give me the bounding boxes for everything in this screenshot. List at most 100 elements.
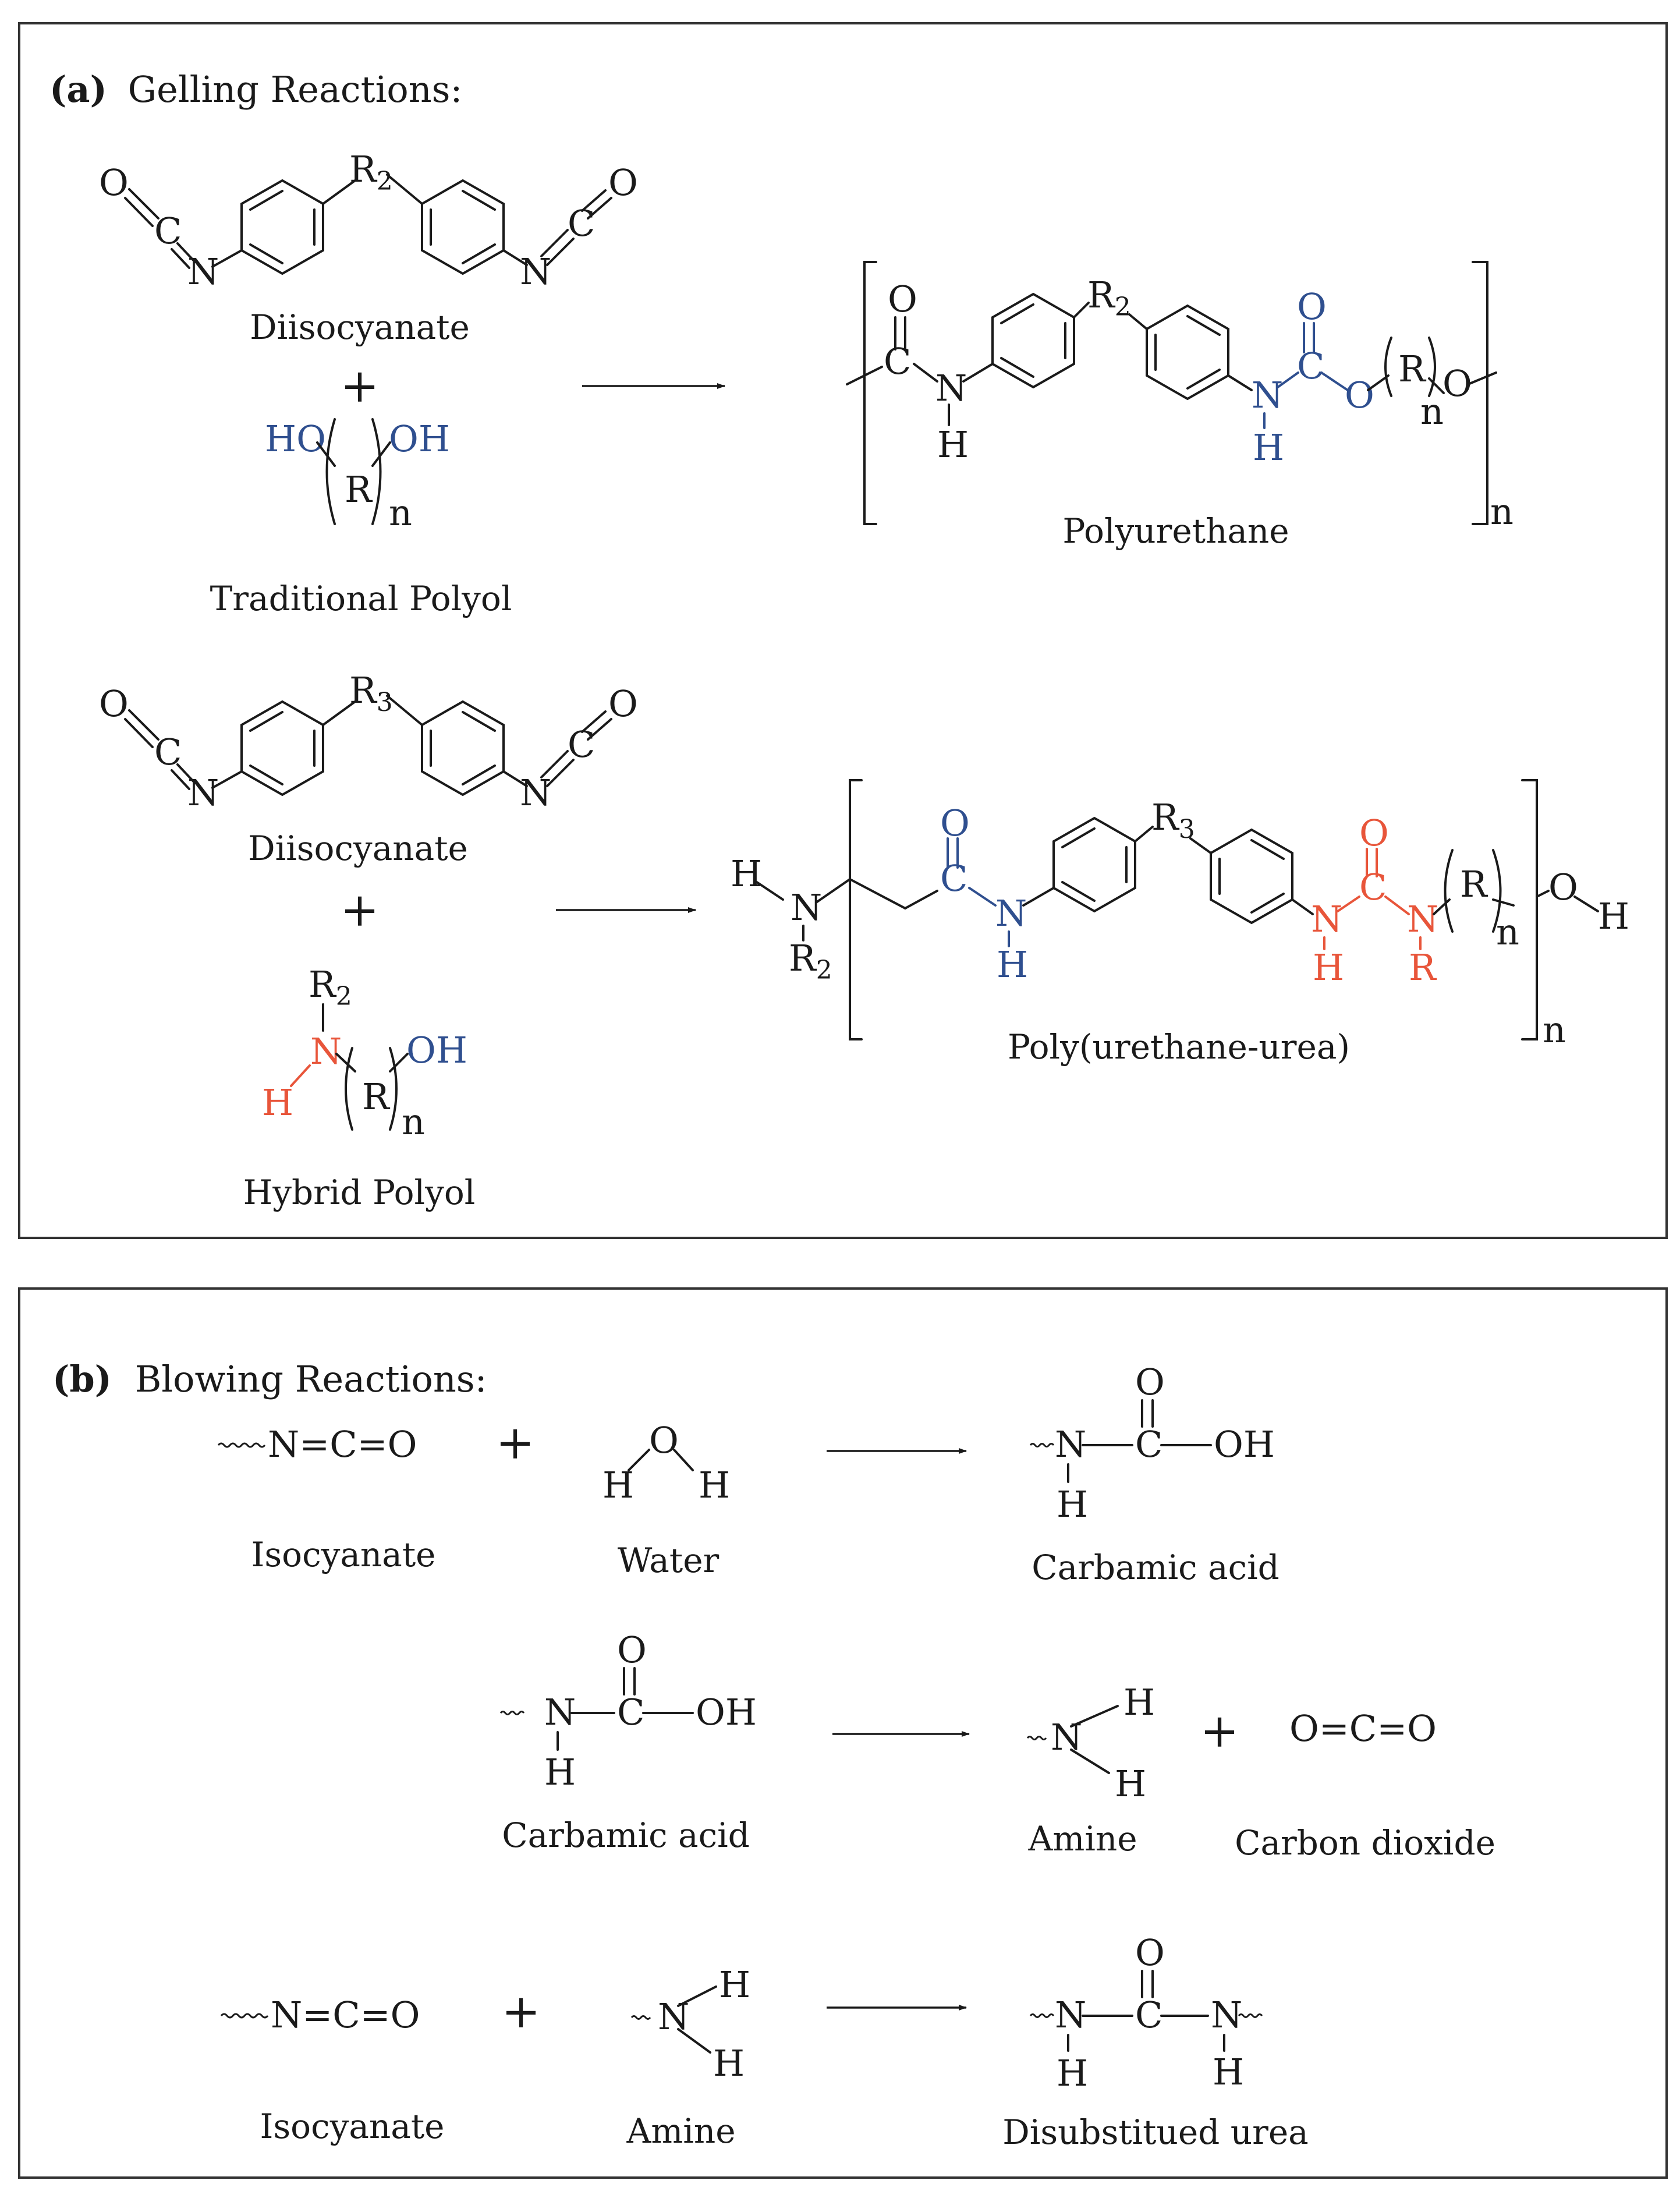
svg-text:H: H: [699, 1464, 730, 1506]
traditional-polyol-label: Traditional Polyol: [210, 579, 512, 618]
svg-text:n: n: [389, 491, 412, 534]
panel-b-tag: (b): [52, 1358, 112, 1400]
svg-text:O: O: [617, 1629, 647, 1671]
svg-text:N: N: [1051, 1716, 1082, 1758]
svg-text:R2: R2: [309, 963, 352, 1011]
svg-text:N: N: [187, 771, 219, 814]
water-structure: O H H: [602, 1419, 730, 1506]
disubstituted-urea-label: Disubstitued urea: [1002, 2112, 1308, 2152]
svg-text:R3: R3: [1151, 796, 1195, 844]
svg-text:R: R: [1460, 863, 1488, 905]
isocyanate-2-label: Isocyanate: [260, 2107, 445, 2146]
svg-text:H: H: [602, 1464, 634, 1506]
svg-text:OH: OH: [1214, 1423, 1275, 1466]
svg-text:C: C: [940, 857, 967, 900]
svg-text:C: C: [1359, 866, 1387, 908]
polyurethane-repeat-n: n: [1490, 490, 1514, 533]
svg-text:R2: R2: [789, 937, 832, 985]
poly-urethane-urea-repeat-n: n: [1543, 1008, 1566, 1051]
panel-a-title-text: Gelling Reactions:: [128, 68, 463, 111]
svg-text:C: C: [1297, 345, 1324, 387]
svg-text:N: N: [995, 892, 1027, 935]
svg-text:H: H: [1123, 1681, 1155, 1723]
svg-text:O: O: [1297, 285, 1327, 328]
panel-a-tag: (a): [49, 68, 107, 111]
svg-text:R: R: [1409, 946, 1437, 989]
svg-text:N: N: [1211, 1994, 1242, 2036]
svg-text:N: N: [1055, 1423, 1086, 1466]
diisocyanate-2-label: Diisocyanate: [248, 829, 468, 868]
svg-text:H: H: [1213, 2051, 1244, 2093]
amine-product-structure: N H H: [1026, 1681, 1155, 1805]
svg-text:H: H: [1598, 895, 1629, 937]
svg-text:C: C: [1135, 1994, 1162, 2036]
svg-text:O: O: [1442, 362, 1472, 405]
svg-text:N: N: [310, 1030, 342, 1073]
svg-text:O: O: [649, 1419, 679, 1461]
panel-b-blowing-reactions: (b) Blowing Reactions: N=C=O + O H H N H: [18, 1287, 1668, 2179]
hybrid-polyol-structure: R2 N H R OH n: [262, 963, 467, 1143]
svg-text:C: C: [154, 731, 182, 773]
isocyanate-1-formula: N=C=O: [268, 1423, 417, 1466]
svg-text:R3: R3: [349, 669, 393, 717]
svg-text:C: C: [154, 210, 182, 252]
svg-text:R2: R2: [349, 148, 393, 196]
amine-2-label: Amine: [626, 2111, 735, 2151]
svg-text:C: C: [617, 1691, 644, 1733]
blowing-reaction-3: N=C=O + N H H N H C O: [220, 1931, 1309, 2152]
carbamic-acid-product-structure: N H C O OH: [1029, 1361, 1275, 1525]
svg-text:H: H: [1313, 946, 1344, 989]
panel-a-title: (a) Gelling Reactions:: [49, 68, 462, 111]
svg-text:OH: OH: [389, 417, 450, 460]
amine-reactant-structure: N H H: [630, 1963, 750, 2084]
diisocyanate-2-structure: O C N R3 N: [99, 669, 638, 814]
isocyanate-1-label: Isocyanate: [251, 1535, 436, 1574]
svg-text:C: C: [568, 202, 595, 245]
svg-text:N: N: [1055, 1994, 1086, 2036]
svg-text:n: n: [1496, 911, 1519, 953]
svg-text:C: C: [1135, 1423, 1162, 1466]
blowing-reaction-1: N=C=O + O H H N H C O OH: [217, 1361, 1280, 1587]
svg-text:N: N: [544, 1691, 576, 1733]
svg-text:N: N: [520, 250, 551, 293]
svg-text:N: N: [520, 771, 551, 814]
blowing-2-plus: +: [1200, 1704, 1239, 1758]
traditional-polyol-structure: HO R OH n: [265, 417, 450, 534]
svg-text:N: N: [1407, 898, 1438, 940]
svg-text:H: H: [1253, 426, 1284, 469]
blowing-3-plus: +: [501, 1984, 540, 2038]
svg-text:N: N: [1311, 898, 1342, 940]
polyurethane-structure: C O N H R2 N: [846, 261, 1497, 525]
svg-text:R: R: [345, 468, 373, 511]
svg-text:O: O: [940, 802, 970, 844]
svg-text:H: H: [713, 2042, 745, 2084]
svg-text:H: H: [544, 1751, 576, 1793]
poly-urethane-urea-label: Poly(urethane-urea): [1008, 1027, 1350, 1067]
polyurethane-label: Polyurethane: [1062, 511, 1289, 551]
svg-text:n: n: [402, 1100, 425, 1143]
svg-text:O: O: [1135, 1931, 1165, 1974]
hybrid-polyol-label: Hybrid Polyol: [243, 1173, 476, 1212]
svg-text:H: H: [937, 423, 969, 466]
svg-text:O: O: [1345, 374, 1374, 416]
carbamic-acid-2-label: Carbamic acid: [502, 1815, 750, 1855]
svg-text:R: R: [362, 1075, 391, 1118]
svg-text:O: O: [1359, 812, 1389, 854]
svg-text:H: H: [731, 852, 762, 895]
svg-text:H: H: [1115, 1762, 1146, 1805]
carbamic-acid-1-label: Carbamic acid: [1032, 1548, 1280, 1587]
svg-text:OH: OH: [696, 1691, 757, 1733]
disubstituted-urea-structure: N H C O N H: [1029, 1931, 1263, 2094]
svg-text:N: N: [935, 367, 967, 409]
panel-a-gelling-reactions: (a) Gelling Reactions: O C N R2: [18, 22, 1668, 1239]
svg-text:O: O: [888, 278, 917, 320]
diisocyanate-1-label: Diisocyanate: [250, 307, 470, 347]
svg-text:H: H: [262, 1081, 293, 1124]
svg-text:HO: HO: [265, 417, 326, 460]
carbon-dioxide-label: Carbon dioxide: [1235, 1823, 1495, 1863]
svg-text:H: H: [719, 1963, 750, 2006]
svg-text:N: N: [187, 250, 219, 293]
panel-b-frame: [18, 1287, 1668, 2179]
blowing-1-plus: +: [495, 1415, 534, 1470]
